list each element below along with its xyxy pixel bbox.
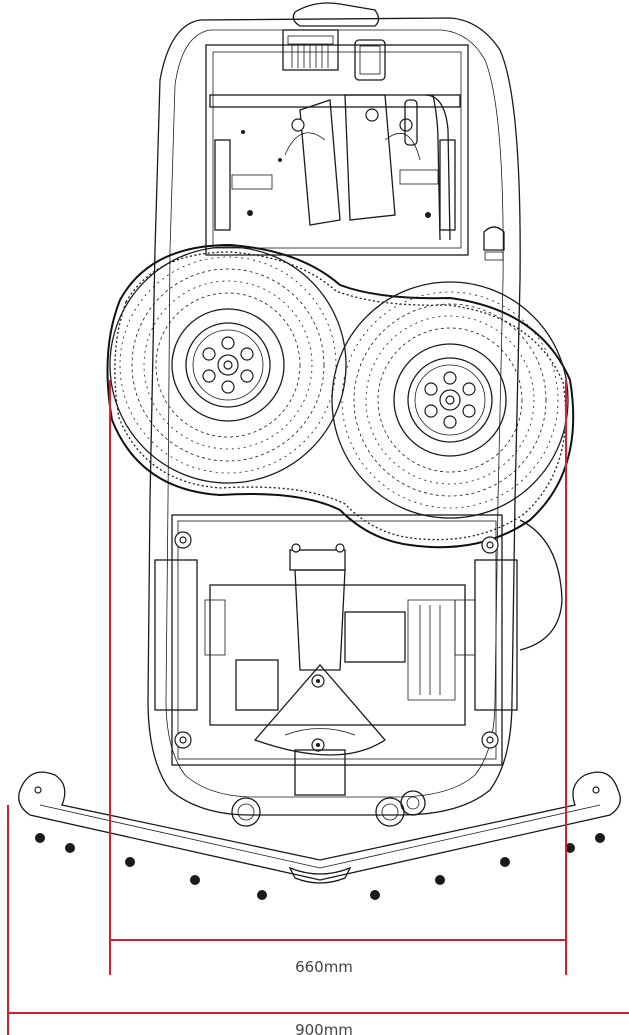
- squeegee: [18, 771, 621, 900]
- dimension-label-900: 900mm: [295, 1021, 353, 1035]
- squeegee-bracket: [253, 664, 386, 796]
- right-brush: [331, 281, 569, 519]
- brush-deck-belt: [106, 243, 575, 549]
- lower-chassis: [154, 514, 518, 766]
- dimension-660: 660mm: [109, 380, 567, 976]
- left-brush: [109, 246, 347, 484]
- rear-wheels: [231, 790, 426, 827]
- top-mechanism: [209, 29, 461, 241]
- dimension-label-660: 660mm: [295, 958, 353, 976]
- machine-body: [147, 2, 563, 816]
- dimension-900: 900mm: [7, 805, 629, 1035]
